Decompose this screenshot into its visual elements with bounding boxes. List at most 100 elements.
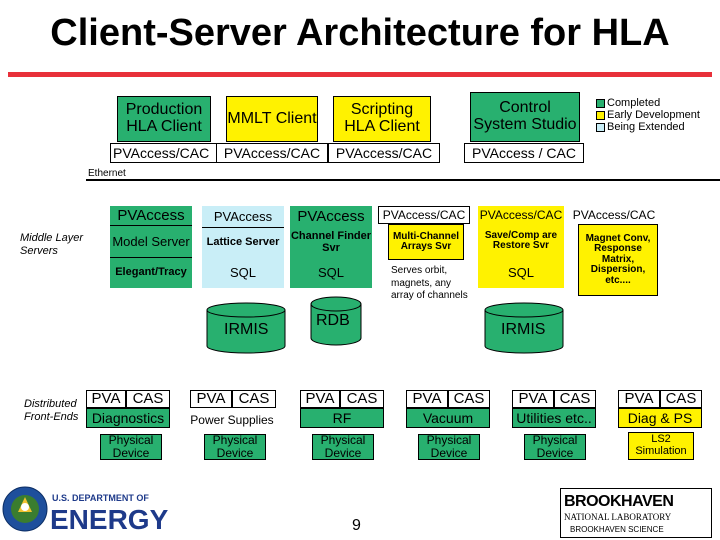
fe2-name-label: Power Supplies <box>190 412 274 427</box>
ethernet-line <box>86 179 720 181</box>
access-bar-1-label: PVAccess/CAC <box>113 144 210 161</box>
fe4-pva: PVA <box>406 390 448 408</box>
col1-pvaccess: PVAccess <box>110 206 192 226</box>
fe2-name[interactable]: Power Supplies <box>184 410 280 430</box>
col5-pvaccess: PVAccess/CAC <box>478 206 564 224</box>
fe6-cas-label: CAS <box>665 390 697 408</box>
fe3-physical: Physical Device <box>312 434 374 460</box>
col6-pvaccess-label: PVAccess/CAC <box>572 207 656 222</box>
col1-model-server[interactable]: Model Server <box>110 226 192 258</box>
doe-seal-icon <box>2 486 48 532</box>
fe5-cas-label: CAS <box>559 390 591 408</box>
col3-channel-label: Channel Finder Svr <box>290 230 372 254</box>
fe3-pva-label: PVA <box>305 390 335 408</box>
col2-sql: SQL <box>202 258 284 288</box>
col1-model-label: Model Server <box>112 233 190 249</box>
col3-sql: SQL <box>290 258 372 288</box>
fe2-cas: CAS <box>232 390 276 408</box>
legend-extended: Being Extended <box>607 121 685 133</box>
col4-pvaccess-label: PVAccess/CAC <box>382 207 466 222</box>
col1-elegant-label: Elegant/Tracy <box>115 266 187 279</box>
fe5-physical: Physical Device <box>524 434 586 460</box>
ethernet-label: Ethernet <box>88 168 126 179</box>
col1-pvaccess-label: PVAccess <box>117 206 185 224</box>
fe1-name[interactable]: Diagnostics <box>86 408 170 428</box>
db-irmis-2-label: IRMIS <box>501 321 546 338</box>
db-rdb <box>310 296 362 346</box>
legend-swatch-extended <box>596 123 605 132</box>
legend-swatch-early <box>596 111 605 120</box>
fe6-pva-label: PVA <box>624 390 654 408</box>
col3-pvaccess: PVAccess <box>290 206 372 228</box>
col6-pvaccess: PVAccess/CAC <box>566 206 662 224</box>
col4-multi-channel[interactable]: Multi-Channel Arrays Svr <box>388 224 464 260</box>
doe-text-2: ENERGY <box>50 504 169 535</box>
bnl-text-3: BROOKHAVEN SCIENCE <box>570 525 664 534</box>
fe6-pva: PVA <box>618 390 660 408</box>
client-scripting[interactable]: Scripting HLA Client <box>333 96 431 142</box>
client-scripting-label: Scripting HLA Client <box>344 101 420 135</box>
fe5-name[interactable]: Utilities etc.. <box>512 408 596 428</box>
fe3-cas-label: CAS <box>346 390 378 408</box>
col2-pvaccess-label: PVAccess <box>213 208 273 224</box>
col3-sql-label: SQL <box>317 265 344 281</box>
col5-save-compare[interactable]: Save/Comp are Restore Svr <box>478 224 564 258</box>
col2-pvaccess: PVAccess <box>202 206 284 228</box>
col2-sql-label: SQL <box>229 265 256 281</box>
bnl-logo <box>560 488 712 538</box>
fe6-cas: CAS <box>660 390 702 408</box>
access-bar-2: PVAccess/CAC <box>216 143 328 163</box>
fe3-physical-label: Physical Device <box>320 434 366 460</box>
fe5-cas: CAS <box>554 390 596 408</box>
col4-multi-label: Multi-Channel Arrays Svr <box>392 230 460 252</box>
middle-layer-label: Middle Layer Servers <box>20 232 83 257</box>
col3-channel-finder[interactable]: Channel Finder Svr <box>290 228 372 258</box>
page-title: Client-Server Architecture for HLA <box>50 12 670 54</box>
doe-text-1: U.S. DEPARTMENT OF <box>52 493 149 503</box>
col5-sql: SQL <box>478 258 564 288</box>
client-control-studio[interactable]: Control System Studio <box>470 92 580 142</box>
client-production[interactable]: Production HLA Client <box>117 96 211 142</box>
fe3-cas: CAS <box>340 390 384 408</box>
access-bar-4: PVAccess / CAC <box>464 143 584 163</box>
col5-sql-label: SQL <box>507 265 534 281</box>
client-control-label: Control System Studio <box>473 99 577 133</box>
fe5-name-label: Utilities etc.. <box>516 409 592 426</box>
access-bar-1: PVAccess/CAC <box>110 143 222 163</box>
client-mmlt-label: MMLT Client <box>227 109 317 127</box>
title-underline <box>8 72 712 77</box>
fe4-cas: CAS <box>448 390 490 408</box>
frontends-label-1: Distributed <box>24 398 77 410</box>
fe1-cas: CAS <box>126 390 170 408</box>
db-irmis-2 <box>484 302 564 354</box>
db-irmis-1 <box>206 302 286 354</box>
col2-lattice-server[interactable]: Lattice Server <box>202 228 284 258</box>
fe1-pva-label: PVA <box>91 390 121 408</box>
fe6-name[interactable]: Diag & PS <box>618 408 702 428</box>
db-irmis-1-label: IRMIS <box>224 321 269 338</box>
col4-description: Serves orbit, magnets, any array of chan… <box>391 265 468 301</box>
fe1-physical-label: Physical Device <box>108 434 154 460</box>
fe1-pva: PVA <box>86 390 126 408</box>
col3-pvaccess-label: PVAccess <box>297 208 365 226</box>
fe2-physical-label: Physical Device <box>212 434 258 460</box>
client-mmlt[interactable]: MMLT Client <box>226 96 318 142</box>
fe2-pva-label: PVA <box>196 390 226 408</box>
bnl-text-2: NATIONAL LABORATORY <box>564 512 672 522</box>
access-bar-3-label: PVAccess/CAC <box>335 144 433 161</box>
access-bar-3: PVAccess/CAC <box>328 143 440 163</box>
fe4-pva-label: PVA <box>412 390 442 408</box>
fe5-physical-label: Physical Device <box>532 434 578 460</box>
legend-swatch-completed <box>596 99 605 108</box>
col4-pvaccess: PVAccess/CAC <box>378 206 470 224</box>
fe3-name[interactable]: RF <box>300 408 384 428</box>
fe4-name-label: Vacuum <box>422 409 474 426</box>
legend-completed: Completed <box>607 97 661 109</box>
fe4-name[interactable]: Vacuum <box>406 408 490 428</box>
legend-early: Early Development <box>607 109 700 121</box>
bnl-text-1: BROOKHAVEN <box>564 493 674 510</box>
col6-magnet-conv[interactable]: Magnet Conv, Response Matrix, Dispersion… <box>578 224 658 296</box>
fe4-cas-label: CAS <box>453 390 485 408</box>
fe1-name-label: Diagnostics <box>91 409 165 426</box>
col5-pvaccess-label: PVAccess/CAC <box>479 207 563 222</box>
